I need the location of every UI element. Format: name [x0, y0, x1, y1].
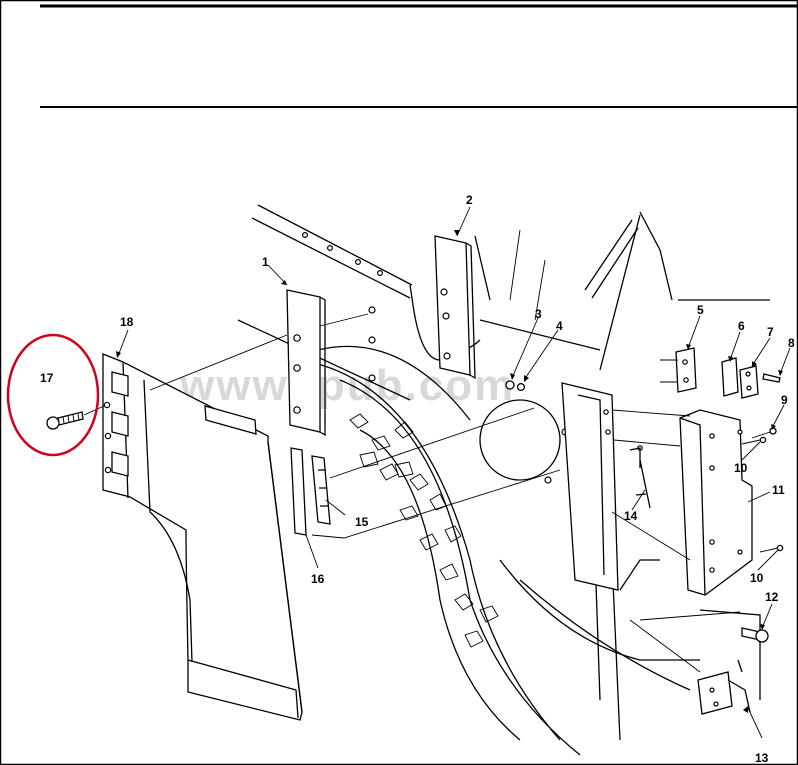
callout-7: 7 [767, 325, 774, 339]
part-1-plate [286, 289, 369, 437]
part-6-7-hinge [721, 357, 781, 399]
callout-18: 18 [120, 315, 134, 329]
vehicle-body [237, 204, 770, 756]
callout-8: 8 [788, 336, 795, 350]
callout-11: 11 [772, 483, 785, 497]
part-18-door [102, 353, 303, 721]
callout-10a: 10 [734, 461, 748, 475]
part-15-16-seal [290, 447, 331, 536]
part-5-plate [660, 347, 697, 393]
callout-15: 15 [355, 515, 369, 529]
part-9-10-screws [741, 427, 784, 553]
callout-3: 3 [535, 307, 542, 321]
callout-17: 17 [40, 371, 54, 385]
hinge-pillar [561, 382, 660, 591]
callout-5: 5 [697, 303, 704, 317]
callout-16: 16 [311, 572, 325, 586]
highlight-circle [6, 333, 100, 457]
callout-6: 6 [738, 319, 745, 333]
callout-4: 4 [556, 319, 563, 333]
part-3-4-washers [505, 380, 526, 392]
part-14-studs [629, 447, 651, 509]
callout-2: 2 [466, 193, 473, 207]
callout-12: 12 [765, 590, 779, 604]
callout-13: 13 [755, 751, 769, 765]
callout-10b: 10 [750, 571, 764, 585]
part-17-screw [46, 405, 105, 430]
callout-9: 9 [781, 393, 788, 407]
part-2-plate [434, 235, 476, 380]
part-11-door-panel [679, 409, 753, 596]
part-12-bolt [741, 627, 769, 643]
leader-lines [116, 206, 791, 739]
callout-14: 14 [624, 509, 638, 523]
callout-labels: 1 2 3 4 5 6 7 8 9 10 10 11 12 13 14 15 1… [40, 193, 795, 765]
callout-1: 1 [262, 255, 269, 269]
part-13-latch [697, 659, 751, 715]
